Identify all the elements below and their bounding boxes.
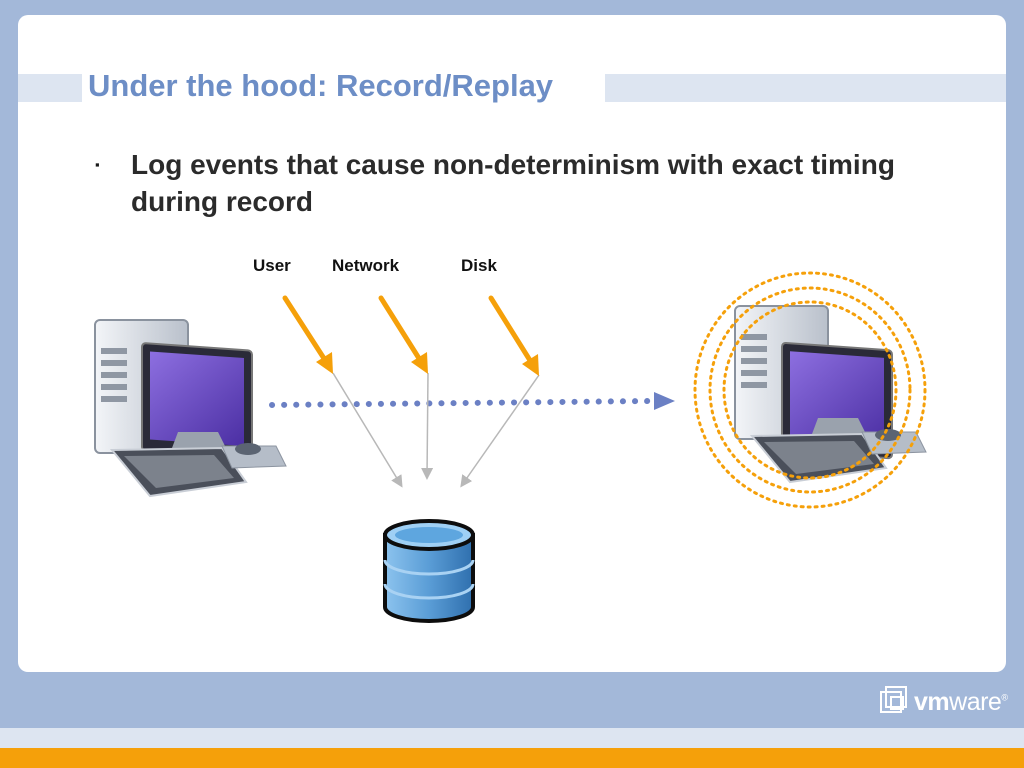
network-orange-arrow-icon <box>378 295 428 374</box>
label-user: User <box>253 256 291 275</box>
title-band-right <box>605 74 1006 102</box>
disk-orange-arrow-icon <box>488 295 539 376</box>
log-lines <box>332 372 540 488</box>
bullet-square-icon: ▪ <box>95 157 100 172</box>
bullet-text: Log events that cause non-determinism wi… <box>131 149 895 217</box>
label-disk: Disk <box>461 256 497 275</box>
vmware-wordmark: vmware® <box>914 688 1008 716</box>
vmware-logo-icon <box>880 686 907 713</box>
database-icon <box>383 519 475 623</box>
footer-band-orange <box>0 748 1024 768</box>
title-band-left <box>18 74 82 102</box>
right-computer-icon <box>734 305 927 484</box>
slide-title: Under the hood: Record/Replay <box>88 68 554 103</box>
user-orange-arrow-icon <box>282 295 333 374</box>
left-computer-icon <box>94 319 287 498</box>
footer-band-light <box>0 728 1024 748</box>
label-network: Network <box>332 256 400 275</box>
dotted-flow-arrow <box>269 392 675 410</box>
replay-rings <box>693 271 927 509</box>
